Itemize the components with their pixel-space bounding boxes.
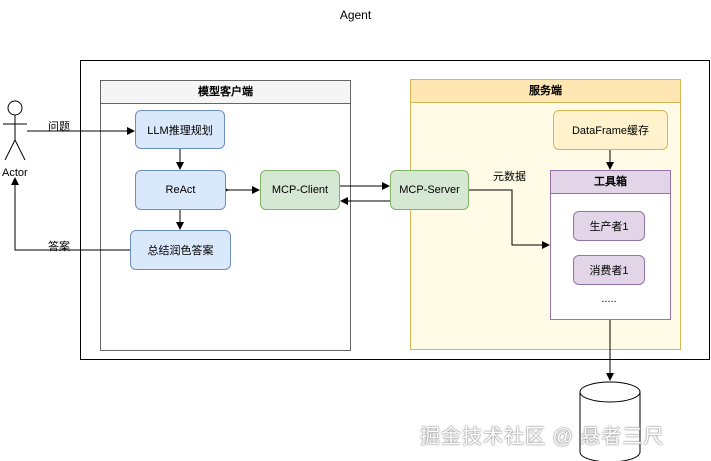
- diagram-title: Agent: [339, 8, 372, 22]
- edge-answer: [11, 177, 130, 251]
- summary-node: 总结润色答案: [130, 230, 231, 270]
- question-label: 问题: [48, 121, 70, 133]
- actor-figure: [3, 100, 27, 161]
- toolbox-item-more: .....: [601, 293, 617, 305]
- client-panel-header: 模型客户端: [101, 81, 350, 104]
- toolbox-item-producer: 生产者1: [573, 211, 645, 241]
- dataframe-cache-node: DataFrame缓存: [553, 110, 668, 150]
- watermark: 掘金技术社区 @ 悬者三尺: [420, 426, 665, 448]
- llm-planning-node: LLM推理规划: [135, 110, 225, 149]
- react-node: ReAct: [135, 170, 226, 210]
- agent-frame: [80, 60, 710, 360]
- mcp-server-node: MCP-Server: [390, 170, 469, 210]
- edge-server-toolbox: [462, 186, 550, 249]
- toolbox-item-consumer: 消费者1: [573, 255, 645, 285]
- toolbox-panel: 工具箱: [550, 170, 671, 320]
- actor-label: Actor: [2, 167, 28, 179]
- answer-label: 答案: [48, 241, 70, 253]
- metadata-label: 元数据: [493, 171, 526, 183]
- mcp-client-node: MCP-Client: [260, 170, 340, 210]
- server-panel-header: 服务端: [411, 80, 680, 103]
- database-cylinder: [579, 381, 641, 461]
- toolbox-header: 工具箱: [551, 171, 670, 194]
